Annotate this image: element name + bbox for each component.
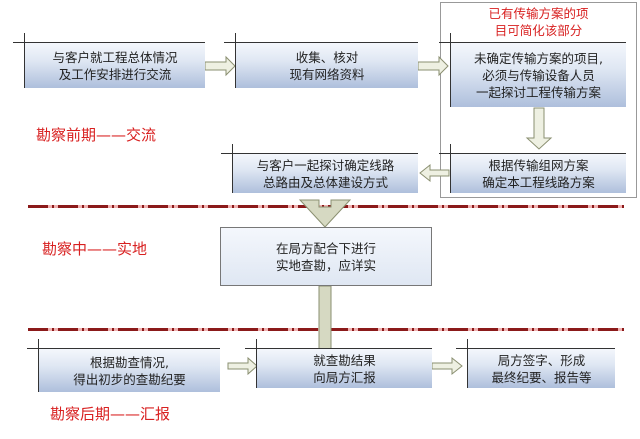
arrow-right-7 (227, 356, 258, 376)
arrow-down-3 (525, 107, 553, 150)
phase-label-pre: 勘察前期——交流 (36, 126, 157, 144)
step-final-report: 局方签字、形成 最终纪要、报告等 (456, 339, 615, 388)
step-discuss-overall: 与客户就工程总体情况 及工作安排进行交流 (13, 33, 205, 88)
arrow-left-4 (419, 163, 450, 183)
optional-section-note: 已有传输方案的项 目可简化该部分 (488, 6, 589, 38)
arrow-right-1 (204, 55, 236, 77)
arrow-right-2 (417, 55, 449, 77)
arrow-down-big-1 (298, 199, 352, 228)
step-line-plan: 根据传输组网方案 确定本工程线路方案 (439, 144, 626, 193)
arrow-right-8 (431, 356, 463, 376)
step-collect-data: 收集、核对 现有网络资料 (224, 33, 418, 88)
phase-label-post: 勘察后期——汇报 (50, 405, 171, 423)
step-report-results: 就查勘结果 向局方汇报 (245, 339, 432, 388)
step-route-discussion: 与客户一起探讨确定线路 总路由及总体建设方式 (221, 144, 418, 193)
optional-section-container (440, 2, 637, 198)
step-transmission-plan: 未确定传输方案的项目, 必须与传输设备人员 一起探讨工程传输方案 (439, 33, 626, 107)
step-field-survey: 在局方配合下进行 实地查勘，应详实 (220, 227, 432, 286)
phase-label-mid: 勘察中——实地 (42, 240, 148, 258)
step-preliminary-minutes: 根据勘查情况, 得出初步的查勘纪要 (27, 339, 220, 392)
